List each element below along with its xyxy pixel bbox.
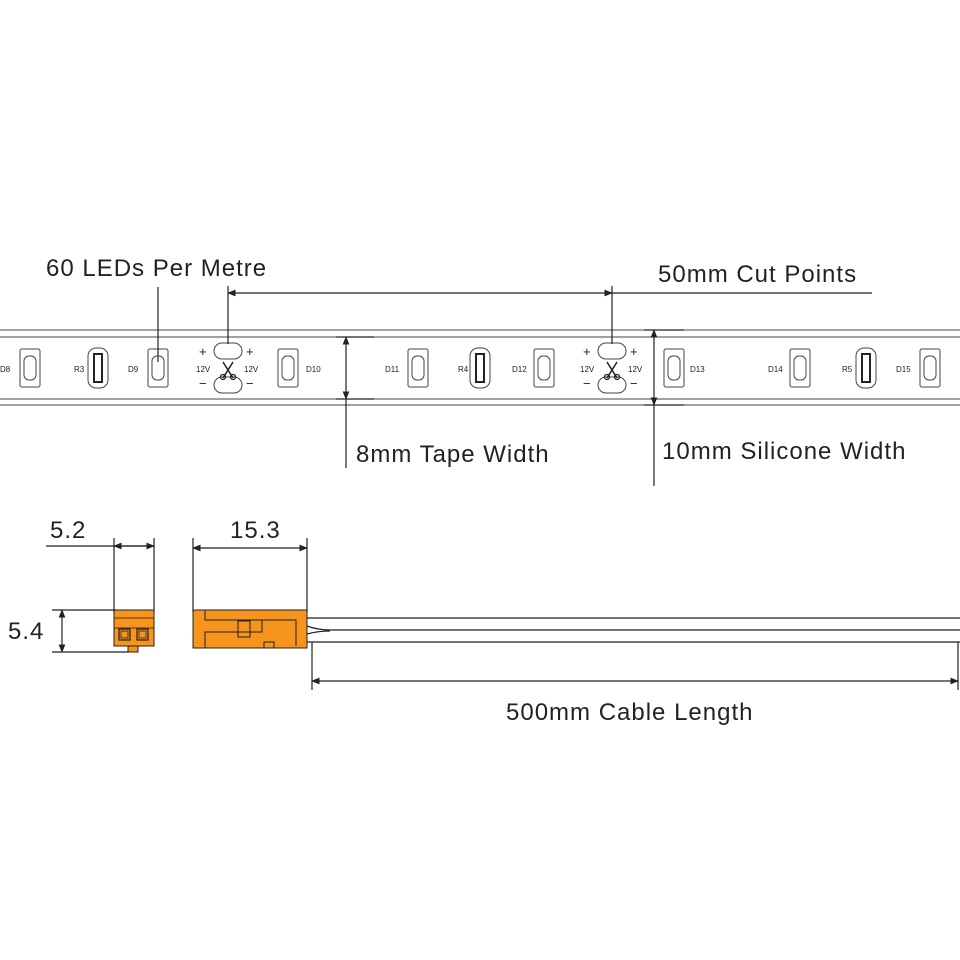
- resistor-label: R3: [74, 365, 85, 374]
- minus-sign: −: [246, 376, 254, 391]
- connector-length-label: 15.3: [230, 517, 281, 544]
- led-d10: D10: [277, 348, 321, 388]
- led-label: D12: [512, 365, 527, 374]
- led-label: D13: [690, 365, 705, 374]
- cut-point-2: + + 12V 12V − −: [580, 342, 643, 394]
- silicone-width-label: 10mm Silicone Width: [662, 438, 906, 465]
- voltage-label: 12V: [628, 365, 643, 374]
- connector-side-view: [192, 609, 308, 649]
- resistor-label: R4: [458, 365, 469, 374]
- scissors-icon: [219, 361, 237, 381]
- led-label: D15: [896, 365, 911, 374]
- connector-end-view: [113, 609, 155, 653]
- voltage-label: 12V: [580, 365, 595, 374]
- led-label: D8: [0, 365, 11, 374]
- plus-sign: +: [583, 344, 591, 359]
- minus-sign: −: [583, 376, 591, 391]
- led-d14: D14: [768, 348, 811, 388]
- cable-length-label: 500mm Cable Length: [506, 699, 753, 726]
- led-d15: D15: [896, 348, 941, 388]
- led-strip: [0, 329, 960, 406]
- plus-sign: +: [246, 344, 254, 359]
- led-d8: D8: [0, 348, 41, 388]
- voltage-label: 12V: [196, 365, 211, 374]
- led-label: D11: [385, 365, 400, 374]
- led-label: D10: [306, 365, 321, 374]
- led-label: D14: [768, 365, 783, 374]
- tape-width-label: 8mm Tape Width: [356, 441, 550, 468]
- plus-sign: +: [630, 344, 638, 359]
- led-d13: D13: [663, 348, 705, 388]
- resistor-r4: R4: [458, 347, 491, 389]
- resistor-label: R5: [842, 365, 853, 374]
- connector-height-label: 5.4: [8, 618, 44, 645]
- resistor-r5: R5: [842, 347, 877, 389]
- plus-sign: +: [199, 344, 207, 359]
- minus-sign: −: [630, 376, 638, 391]
- led-label: D9: [128, 365, 139, 374]
- leds-per-metre-label: 60 LEDs Per Metre: [46, 255, 267, 282]
- led-d11: D11: [385, 348, 429, 388]
- connector-end-width-label: 5.2: [50, 517, 86, 544]
- minus-sign: −: [199, 376, 207, 391]
- cut-points-label: 50mm Cut Points: [658, 261, 857, 288]
- resistor-r3: R3: [74, 347, 109, 389]
- led-d9: D9: [128, 348, 169, 388]
- led-d12: D12: [512, 348, 555, 388]
- voltage-label: 12V: [244, 365, 259, 374]
- cut-point-1: + + 12V 12V − −: [196, 342, 259, 394]
- cable: [306, 617, 960, 643]
- scissors-icon: [603, 361, 621, 381]
